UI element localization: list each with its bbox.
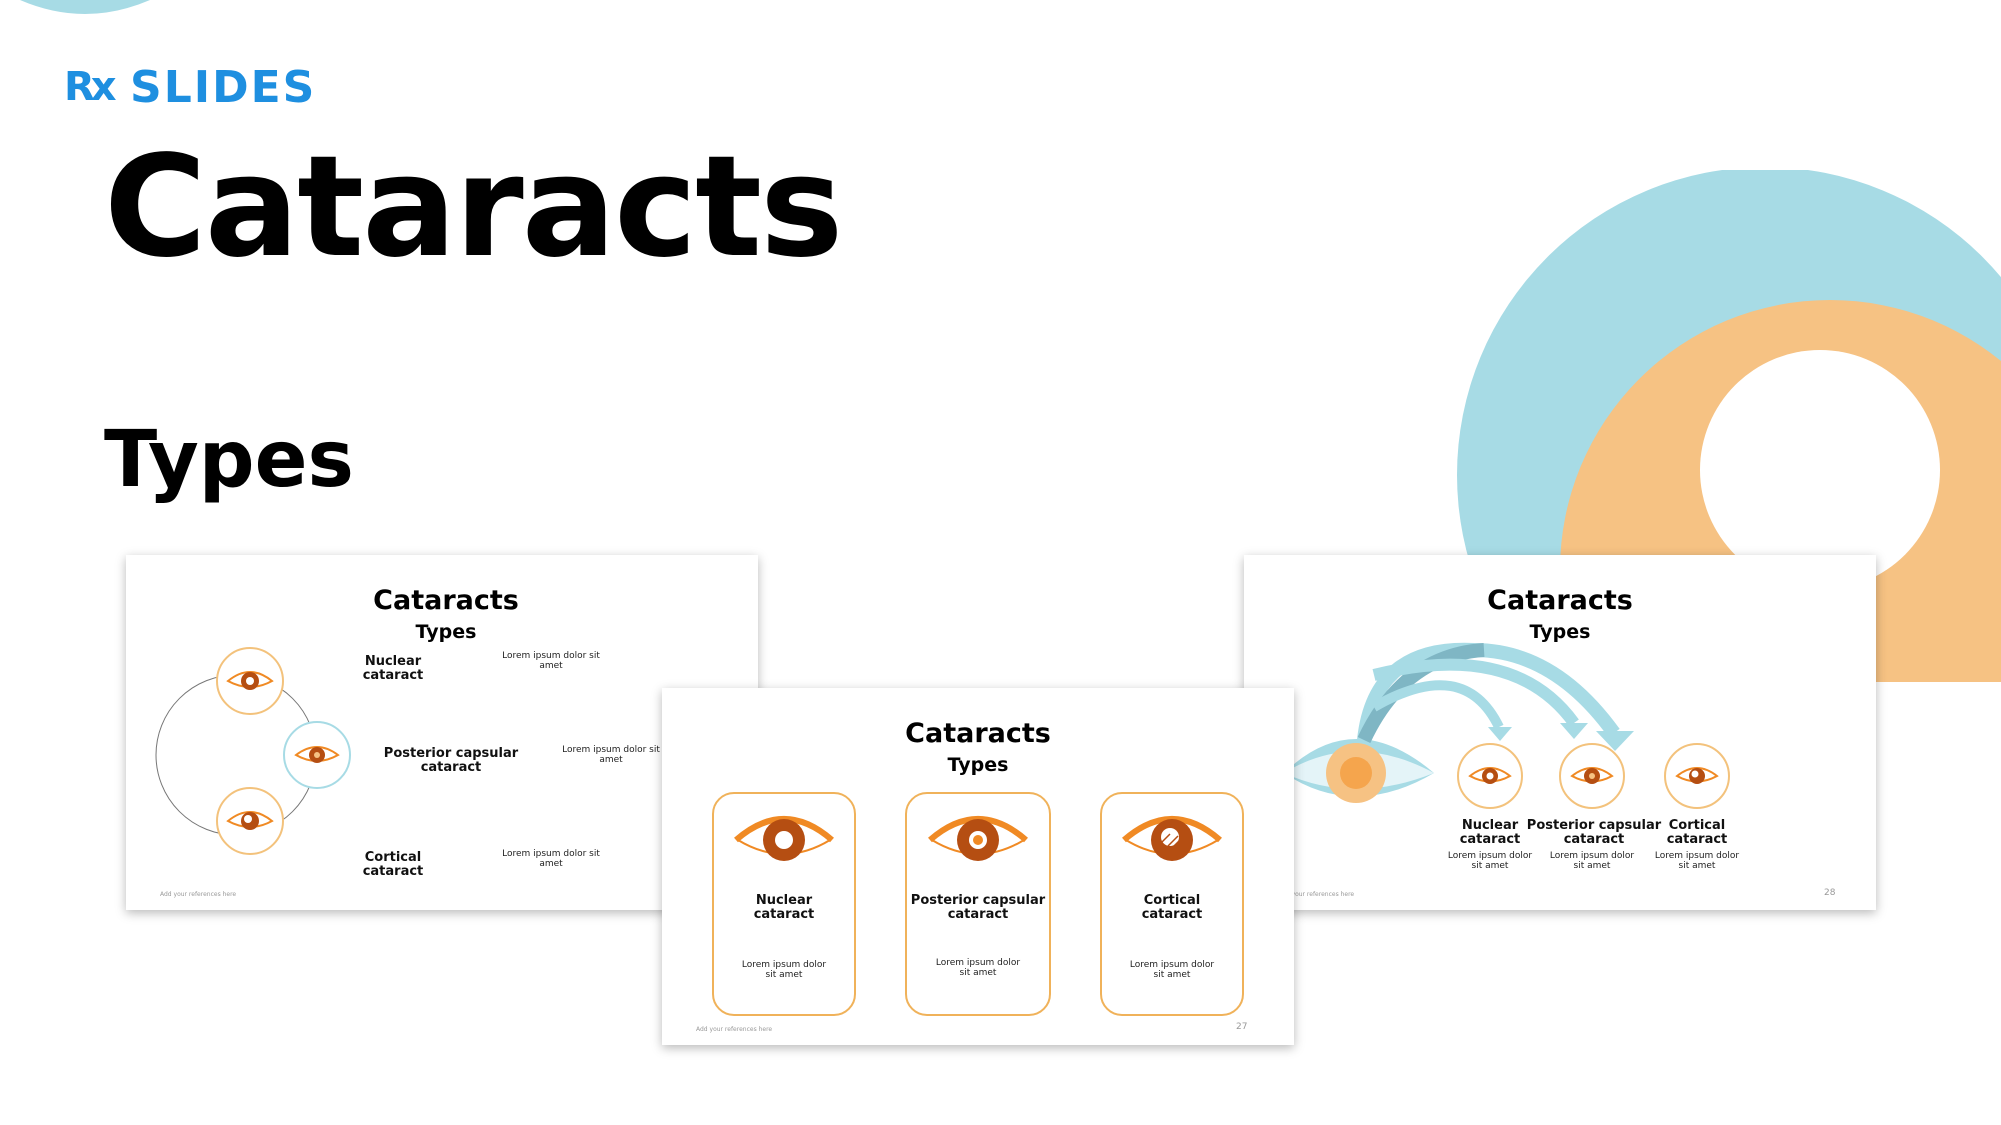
item-desc-cortical: Lorem ipsum dolor sit amet xyxy=(1654,851,1740,871)
top-arc-decoration xyxy=(20,0,150,14)
item-desc-nuclear: Lorem ipsum dolor sit amet xyxy=(502,651,600,671)
eye-cycle-diagram xyxy=(155,647,351,855)
slide-footer: Add your references here xyxy=(696,1026,773,1033)
eye-icon-posterior xyxy=(928,816,1028,861)
eye-icon-cortical xyxy=(1122,816,1222,861)
card-desc: Lorem ipsum dolor sit amet xyxy=(1129,960,1215,980)
slide-page-number: 28 xyxy=(1824,888,1836,898)
card-desc: Lorem ipsum dolor sit amet xyxy=(741,960,827,980)
slide-thumbnail-2[interactable]: Cataracts Types Nuclear cataract Lorem i… xyxy=(662,688,1294,1045)
page-title: Cataracts xyxy=(104,126,843,289)
item-label-cortical: Cortical cataract xyxy=(362,850,424,879)
eye-icon-nuclear xyxy=(1457,743,1523,809)
item-label-cortical: Cortical cataract xyxy=(1666,818,1728,847)
slide-title: Cataracts xyxy=(373,585,519,616)
slide-subtitle: Types xyxy=(947,754,1009,776)
eye-icon-posterior xyxy=(1559,743,1625,809)
type-card-nuclear: Nuclear cataract Lorem ipsum dolor sit a… xyxy=(712,792,856,1016)
card-desc: Lorem ipsum dolor sit amet xyxy=(935,958,1021,978)
slide-title: Cataracts xyxy=(1487,585,1633,616)
card-label: Nuclear cataract xyxy=(753,893,815,922)
type-card-cortical: Cortical cataract Lorem ipsum dolor sit … xyxy=(1100,792,1244,1016)
item-label-posterior: Posterior capsular cataract xyxy=(383,746,519,775)
eye-arrows-diagram xyxy=(1284,642,1730,809)
item-label-posterior: Posterior capsular cataract xyxy=(1526,818,1662,847)
slide-subtitle: Types xyxy=(415,621,477,643)
eye-icon-nuclear xyxy=(734,816,834,861)
brand-logo: Rx SLIDES xyxy=(64,62,364,122)
slide-footer: Add your references here xyxy=(160,891,237,898)
eye-icon-cortical xyxy=(1664,743,1730,809)
card-label: Posterior capsular cataract xyxy=(910,893,1046,922)
slide-thumbnail-1[interactable]: Cataracts Types Nuclear cataract Lorem i… xyxy=(126,555,758,910)
brand-name: SLIDES xyxy=(130,62,317,113)
item-desc-nuclear: Lorem ipsum dolor sit amet xyxy=(1447,851,1533,871)
slide-title: Cataracts xyxy=(905,718,1051,749)
item-label-nuclear: Nuclear cataract xyxy=(1459,818,1521,847)
item-desc-cortical: Lorem ipsum dolor sit amet xyxy=(502,849,600,869)
page-subtitle: Types xyxy=(104,415,354,505)
item-label-nuclear: Nuclear cataract xyxy=(362,654,424,683)
slide-page-number: 27 xyxy=(1236,1022,1248,1032)
brand-rx: Rx xyxy=(64,64,117,110)
item-desc-posterior: Lorem ipsum dolor sit amet xyxy=(562,745,660,765)
slide-thumbnail-3[interactable]: Cataracts Types Nuclear cat xyxy=(1244,555,1876,910)
card-label: Cortical cataract xyxy=(1141,893,1203,922)
slide-footer: Add your references here xyxy=(1278,891,1355,898)
item-desc-posterior: Lorem ipsum dolor sit amet xyxy=(1549,851,1635,871)
type-card-posterior: Posterior capsular cataract Lorem ipsum … xyxy=(905,792,1051,1016)
slide-subtitle: Types xyxy=(1529,621,1591,643)
